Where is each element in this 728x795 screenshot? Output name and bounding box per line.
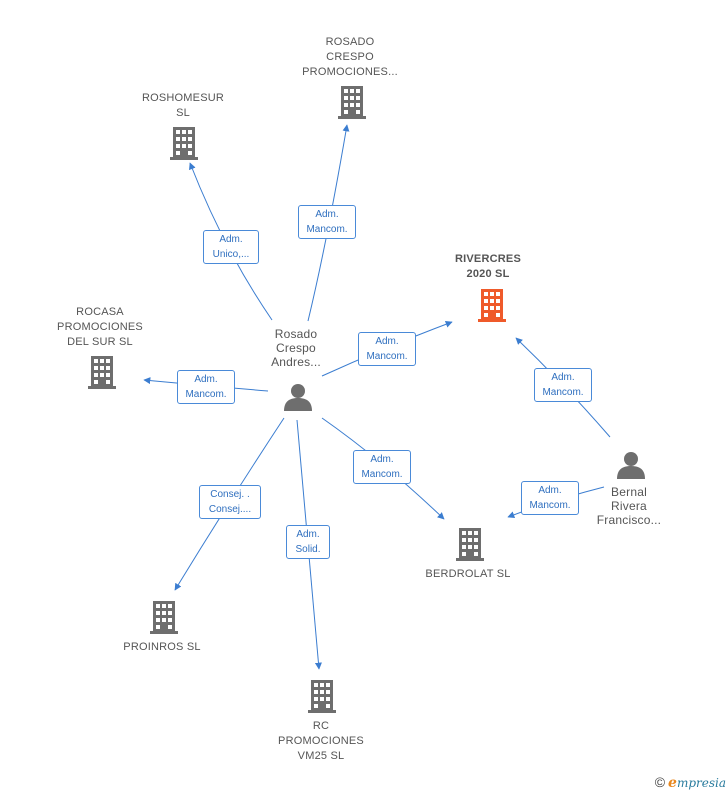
edge-label-line: Mancom. — [542, 387, 584, 398]
edge-label-rosado-andres-to-proinros[interactable]: Consej. . Consej.... — [199, 485, 261, 519]
node-label-line: ROSADO — [325, 36, 375, 48]
node-label-line: Rivera — [611, 499, 647, 513]
edge-label-line: Adm. — [315, 209, 339, 220]
building-icon[interactable] — [170, 127, 198, 160]
node-label-line: VM25 SL — [297, 750, 345, 762]
edge-label-line: Adm. — [296, 529, 320, 540]
edge-label-line: Adm. — [194, 374, 218, 385]
building-icon[interactable] — [308, 680, 336, 713]
node-label-rc-promociones[interactable]: RC PROMOCIONES VM25 SL — [261, 719, 381, 764]
edge-label-line: Adm. — [375, 336, 399, 347]
node-label-berdrolat[interactable]: BERDROLAT SL — [408, 567, 528, 582]
edge-label-line: Adm. — [370, 454, 394, 465]
node-label-rocasa[interactable]: ROCASA PROMOCIONES DEL SUR SL — [40, 305, 160, 350]
building-icon[interactable] — [338, 86, 366, 119]
node-label-line: Francisco... — [596, 513, 662, 527]
node-label-line: Bernal — [611, 485, 647, 499]
node-label-line: ROCASA — [76, 306, 124, 318]
node-label-line: Crespo — [276, 341, 316, 355]
building-icon[interactable] — [478, 289, 506, 322]
building-icon[interactable] — [456, 528, 484, 561]
edge-label-bernal-rivera-to-berdrolat[interactable]: Adm. Mancom. — [521, 481, 579, 515]
edge-label-rosado-andres-to-rocasa[interactable]: Adm. Mancom. — [177, 370, 235, 404]
building-icon[interactable] — [150, 601, 178, 634]
edge-label-line: Adm. — [219, 234, 243, 245]
node-label-rosado-promociones[interactable]: ROSADO CRESPO PROMOCIONES... — [290, 35, 410, 80]
edge-label-line: Mancom. — [366, 351, 408, 362]
edge-label-line: Mancom. — [185, 389, 227, 400]
person-icon[interactable] — [617, 452, 645, 479]
node-label-line: PROMOCIONES — [278, 735, 364, 747]
node-label-line: PROINROS SL — [123, 641, 201, 653]
edge-label-line: Mancom. — [529, 500, 571, 511]
node-label-line: Rosado — [274, 327, 318, 341]
node-label-line: ROSHOMESUR — [141, 92, 225, 104]
person-icon[interactable] — [284, 384, 312, 411]
edge-label-line: Mancom. — [306, 224, 348, 235]
edge-label-line: Solid. — [295, 544, 321, 555]
copyright-symbol: © — [654, 774, 666, 790]
edge-label-line: Consej. . — [210, 489, 250, 500]
edge-label-rosado-andres-to-roshomesur[interactable]: Adm. Unico,... — [203, 230, 259, 264]
node-label-line: PROMOCIONES — [57, 321, 143, 333]
edge-label-rosado-andres-to-berdrolat[interactable]: Adm. Mancom. — [353, 450, 411, 484]
edge-label-rosado-andres-to-rc-promociones[interactable]: Adm. Solid. — [286, 525, 330, 559]
edge-label-line: Unico,... — [212, 249, 250, 260]
footer-brand: ©empresia — [655, 774, 726, 791]
node-label-roshomesur[interactable]: ROSHOMESUR SL — [128, 91, 238, 121]
node-label-line: RIVERCRES — [455, 253, 521, 265]
edge-label-line: Adm. — [551, 372, 575, 383]
node-label-line: Andres... — [271, 355, 321, 369]
node-label-rivercres[interactable]: RIVERCRES 2020 SL — [433, 252, 543, 282]
brand-logo: empresia — [668, 775, 726, 791]
node-label-line: PROMOCIONES... — [302, 66, 398, 78]
edge-label-line: Consej.... — [208, 504, 252, 515]
node-label-line: DEL SUR SL — [67, 336, 133, 348]
node-label-line: RC — [312, 720, 330, 732]
edge-label-rosado-andres-to-rosado-promociones[interactable]: Adm. Mancom. — [298, 205, 356, 239]
node-label-line: SL — [176, 107, 190, 119]
edge-label-line: Mancom. — [361, 469, 403, 480]
node-label-proinros[interactable]: PROINROS SL — [102, 640, 222, 655]
building-icon[interactable] — [88, 356, 116, 389]
edge-label-bernal-rivera-to-rivercres[interactable]: Adm. Mancom. — [534, 368, 592, 402]
edge-label-line: Adm. — [538, 485, 562, 496]
node-label-line: BERDROLAT SL — [425, 568, 511, 580]
edge-label-rosado-andres-to-rivercres[interactable]: Adm. Mancom. — [358, 332, 416, 366]
node-label-line: 2020 SL — [466, 268, 510, 280]
node-label-line: CRESPO — [326, 51, 374, 63]
